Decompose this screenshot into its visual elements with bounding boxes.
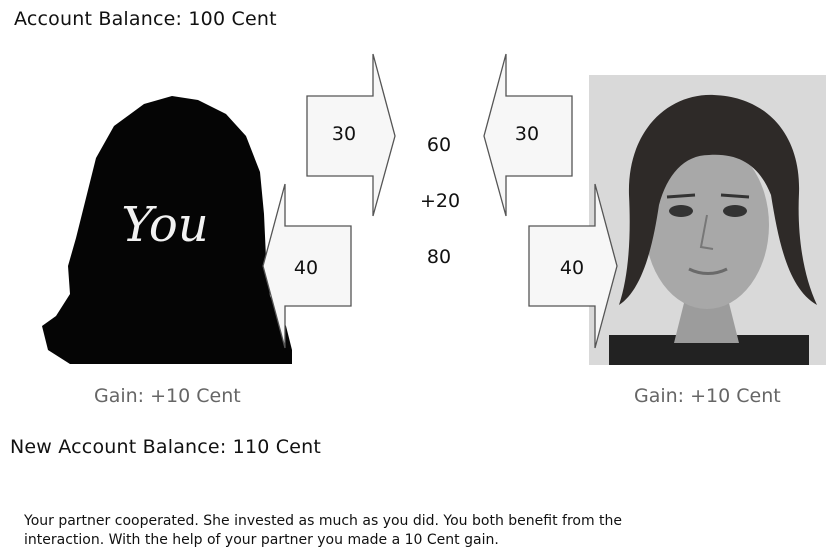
- partner-invest-arrow: [483, 53, 573, 217]
- you-receive-amount: 40: [293, 257, 319, 279]
- you-receive-arrow: [262, 183, 352, 349]
- result-message: Your partner cooperated. She invested as…: [24, 512, 814, 550]
- partner-invest-amount: 30: [514, 123, 540, 145]
- pool-result: 80: [426, 246, 452, 268]
- result-message-line-1: Your partner cooperated. She invested as…: [24, 513, 623, 529]
- partner-gain: Gain: +10 Cent: [634, 385, 781, 407]
- account-balance: Account Balance: 100 Cent: [14, 8, 277, 30]
- you-invest-arrow: [306, 53, 396, 217]
- new-account-balance: New Account Balance: 110 Cent: [10, 436, 322, 458]
- partner-photo: [589, 75, 826, 365]
- player-gain: Gain: +10 Cent: [94, 385, 241, 407]
- you-invest-amount: 30: [331, 123, 357, 145]
- player-label: You: [121, 197, 209, 253]
- partner-receive-amount: 40: [559, 257, 585, 279]
- player-silhouette: [42, 96, 292, 364]
- pool-total: 60: [426, 134, 452, 156]
- result-message-line-2: interaction. With the help of your partn…: [24, 532, 499, 548]
- pool-bonus: +20: [419, 190, 461, 212]
- partner-receive-arrow: [528, 183, 618, 349]
